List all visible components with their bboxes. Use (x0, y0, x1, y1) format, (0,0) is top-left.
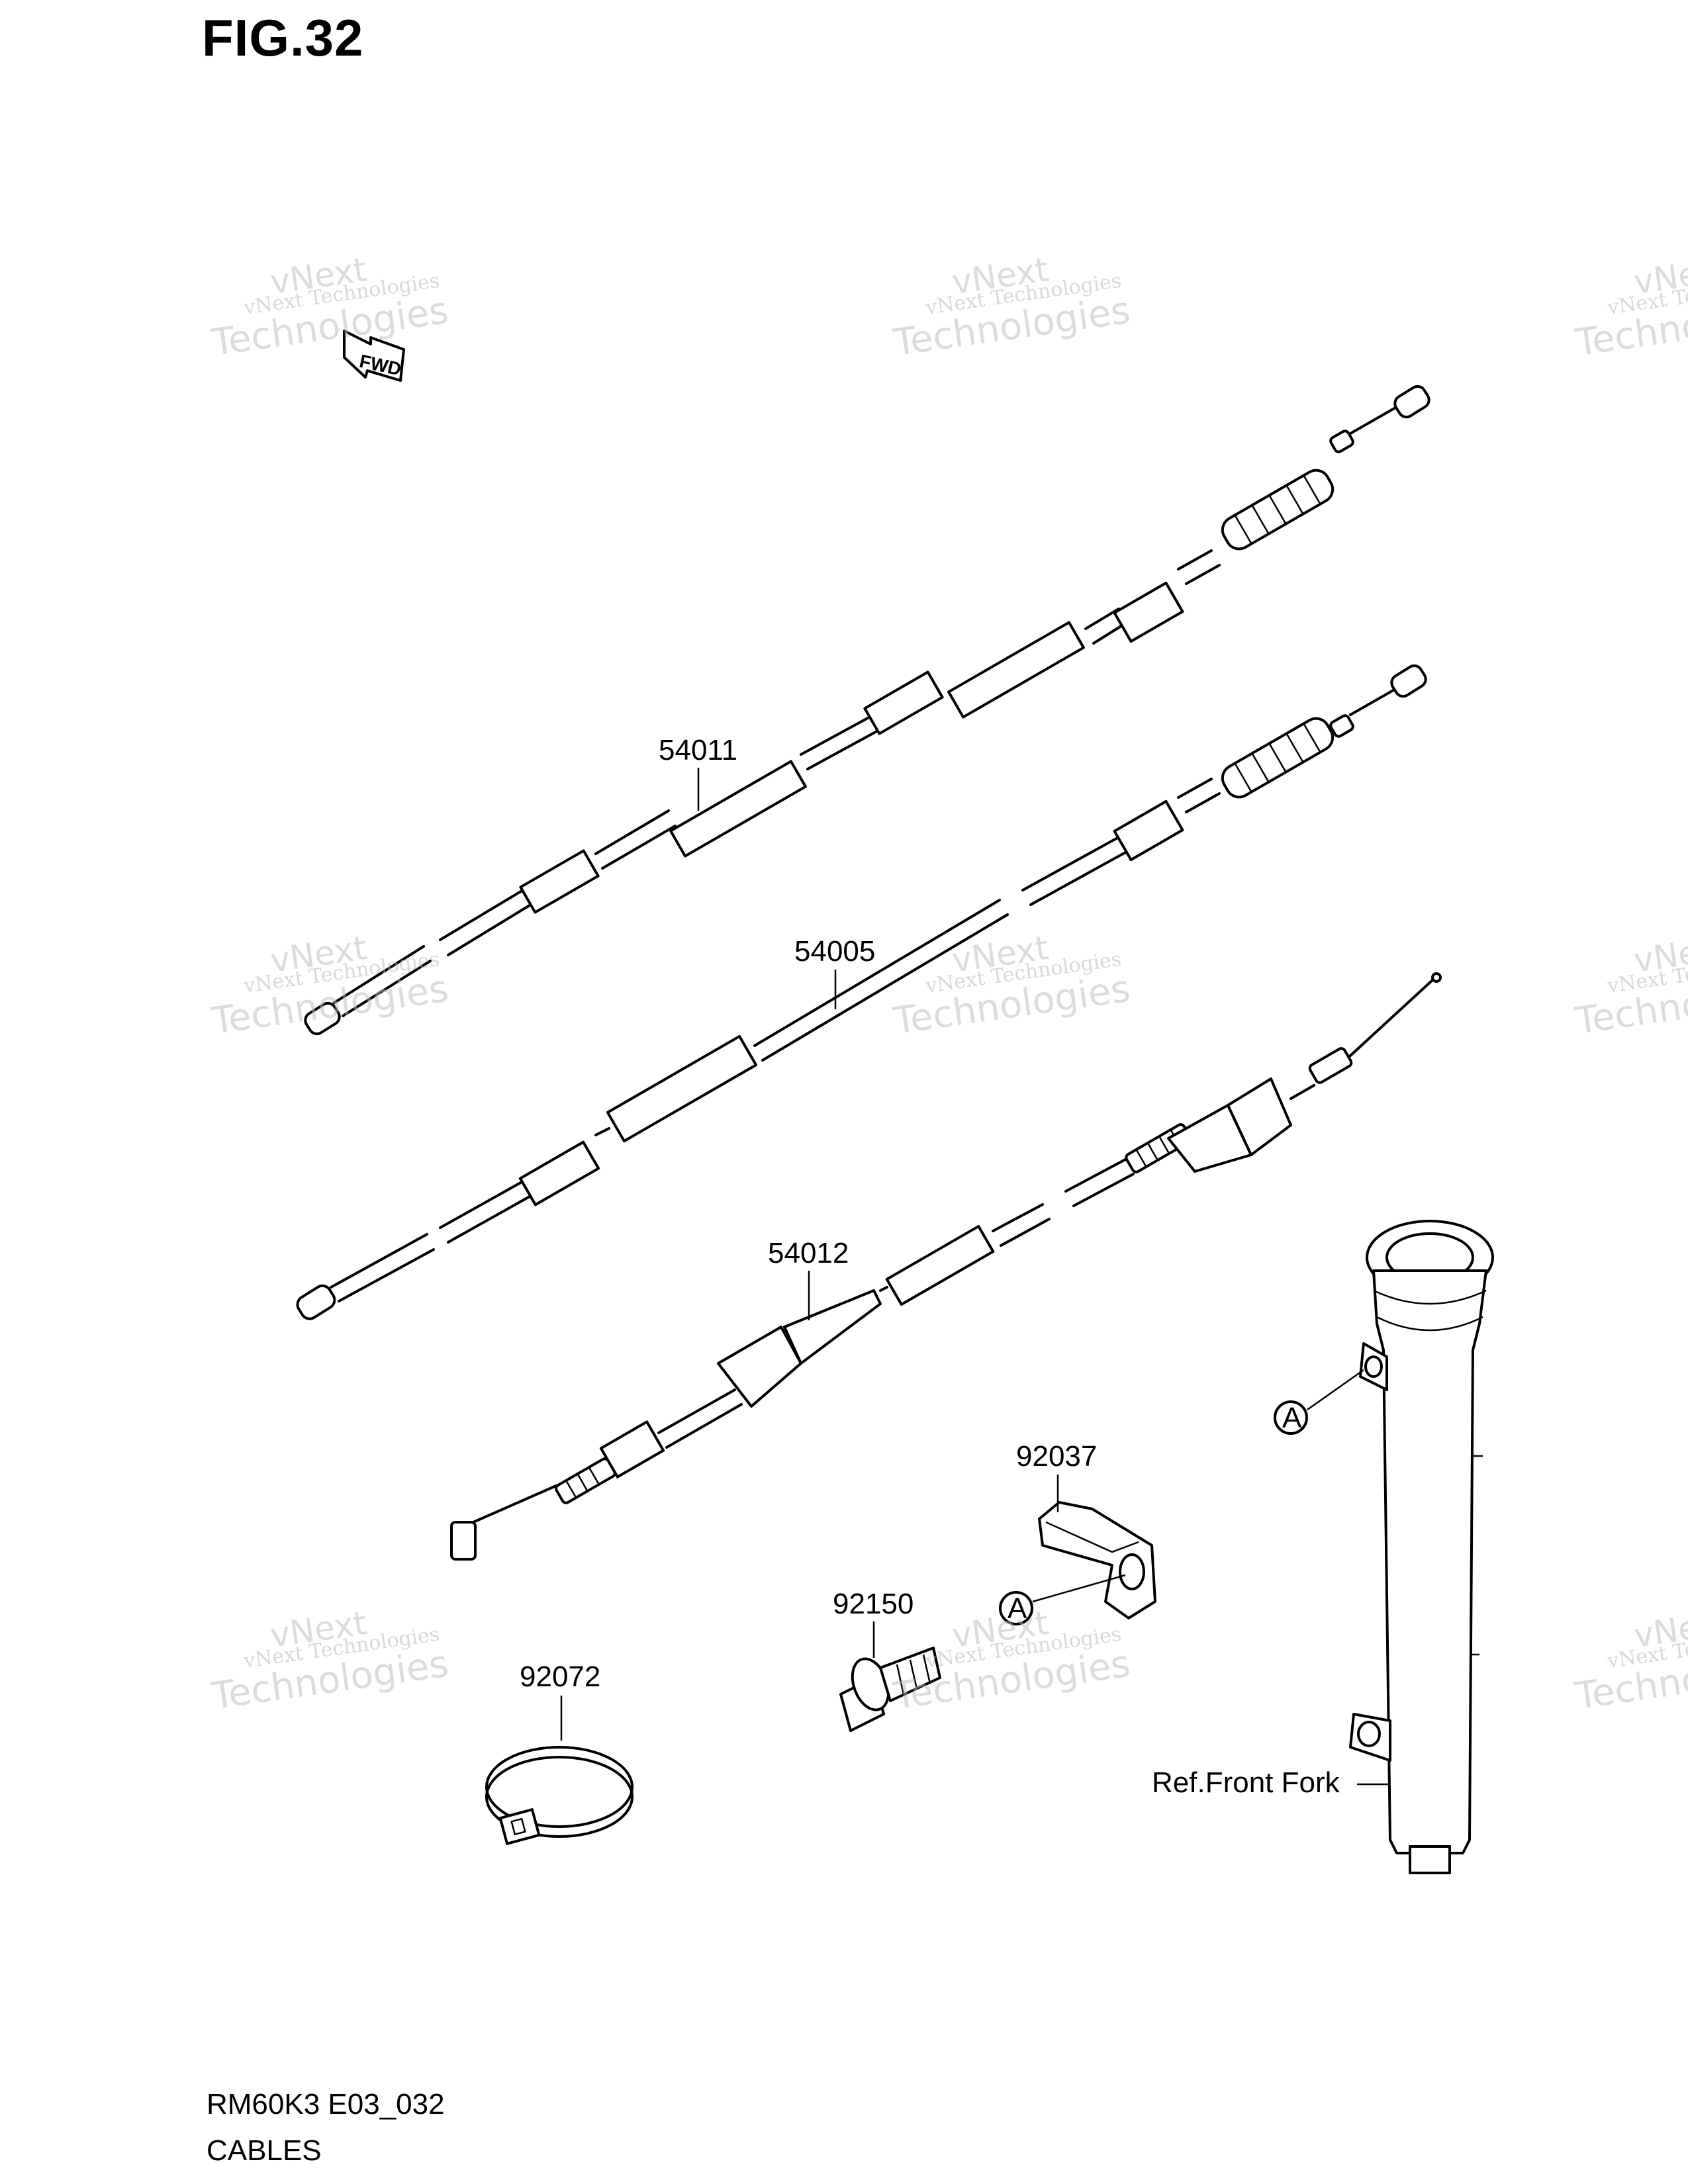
part-number-54012: 54012 (768, 1237, 849, 1269)
watermark-group: vNext vNext Technologies Technologies vN… (209, 250, 1688, 1718)
ref-front-fork-label: Ref.Front Fork (1152, 1766, 1340, 1799)
marker-a-clamp-label: A (1008, 1592, 1027, 1625)
cable-54011 (304, 385, 1430, 1036)
marker-a-fork (1274, 1400, 1308, 1435)
bolt-92150 (839, 1647, 941, 1732)
strap-92072 (485, 1746, 633, 1845)
part-number-92072: 92072 (520, 1661, 600, 1693)
cable-54012 (450, 972, 1442, 1561)
figure-title: FIG.32 (202, 9, 364, 67)
leader-line-fork-a (1307, 1369, 1364, 1411)
diagram-code: RM60K3 E03_032 (207, 2088, 445, 2120)
part-number-54005: 54005 (794, 935, 875, 968)
clamp-92037 (1038, 1501, 1156, 1619)
leader-line-clamp-a (1032, 1574, 1126, 1603)
cable-54005 (296, 664, 1427, 1320)
diagram-title: CABLES (207, 2134, 322, 2167)
marker-a-fork-label: A (1282, 1402, 1302, 1434)
fwd-arrow-icon: FWD (343, 330, 405, 382)
part-number-54011: 54011 (659, 734, 737, 766)
part-number-92150: 92150 (833, 1588, 914, 1620)
front-fork (1349, 1220, 1494, 1874)
marker-a-clamp (999, 1591, 1033, 1625)
part-number-92037: 92037 (1016, 1440, 1097, 1473)
